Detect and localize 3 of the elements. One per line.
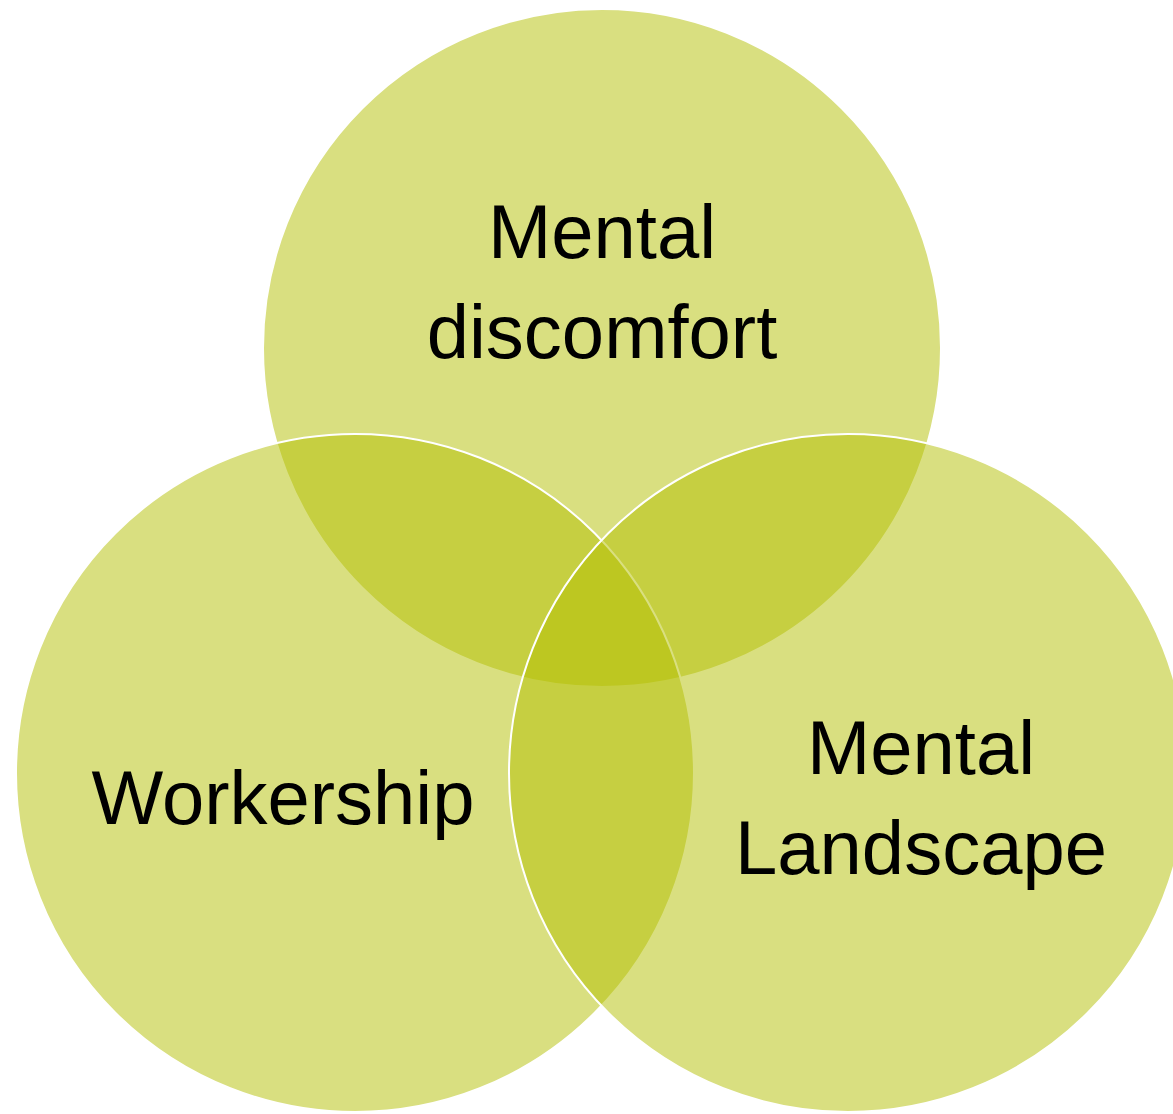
circle-label: Mental Landscape xyxy=(734,704,1108,892)
circle-label: Mental discomfort xyxy=(425,188,779,376)
circle-label: Workership xyxy=(90,754,476,842)
